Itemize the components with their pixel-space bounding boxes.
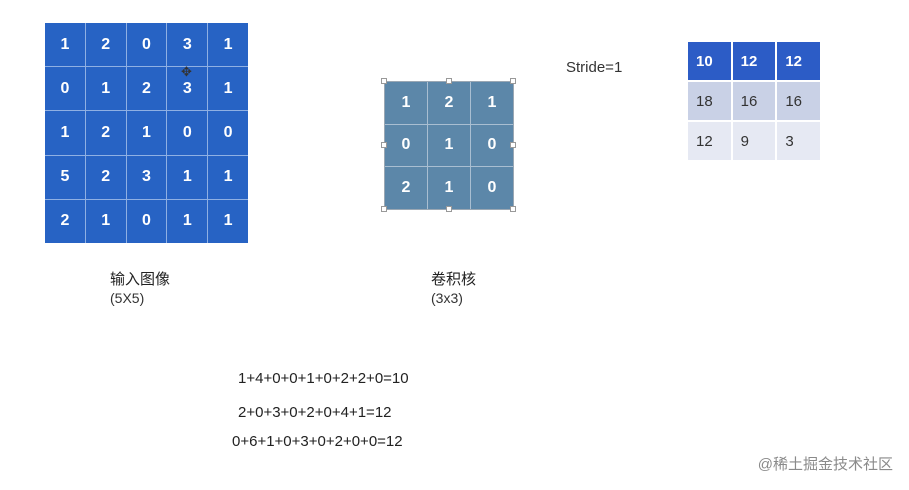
input-cell: 1 [208, 67, 248, 111]
move-cursor-icon: ✥ [181, 64, 192, 79]
kernel-cell: 1 [471, 82, 513, 124]
input-cell: 2 [85, 111, 126, 155]
resize-handle-top-right[interactable] [510, 78, 516, 84]
input-cell: 1 [208, 23, 248, 67]
input-cell: 0 [126, 199, 167, 243]
kernel-caption: 卷积核 (3x3) [431, 270, 476, 308]
resize-handle-top[interactable] [446, 78, 452, 84]
input-cell: 1 [85, 67, 126, 111]
input-cell: 0 [126, 23, 167, 67]
input-cell: 1 [45, 23, 85, 67]
stride-label: Stride=1 [566, 59, 623, 76]
input-matrix: 1 2 0 3 1 0 1 2 3 1 1 2 1 0 0 5 2 3 1 1 … [45, 23, 248, 243]
input-cell: 3 [167, 23, 208, 67]
kernel-cell: 2 [428, 82, 470, 124]
resize-handle-right[interactable] [510, 142, 516, 148]
output-cell: 9 [732, 122, 776, 160]
kernel-cell: 1 [428, 167, 470, 209]
kernel-cell: 0 [385, 124, 427, 167]
kernel-cell: 1 [385, 82, 427, 124]
kernel-cell: 1 [428, 124, 470, 167]
input-cell: 0 [208, 111, 248, 155]
input-caption: 输入图像 (5X5) [110, 270, 170, 308]
resize-handle-bottom-right[interactable] [510, 206, 516, 212]
input-cell: 1 [208, 155, 248, 199]
output-cell: 12 [777, 42, 820, 80]
input-cell: 1 [208, 199, 248, 243]
input-cell: 3 [126, 155, 167, 199]
input-cell: 2 [85, 23, 126, 67]
input-cell: 3 [167, 67, 208, 111]
input-cell: 0 [167, 111, 208, 155]
output-cell: 18 [688, 82, 731, 120]
equation-2: 2+0+3+0+2+0+4+1=12 [238, 404, 392, 421]
kernel-cell: 2 [385, 167, 427, 209]
kernel-caption-size: (3x3) [431, 290, 463, 306]
output-cell: 12 [732, 42, 776, 80]
input-cell: 2 [85, 155, 126, 199]
input-cell: 1 [167, 155, 208, 199]
input-cell: 1 [167, 199, 208, 243]
resize-handle-bottom-left[interactable] [381, 206, 387, 212]
output-cell: 16 [732, 82, 776, 120]
output-matrix: 10 12 12 18 16 16 12 9 3 [688, 42, 820, 160]
resize-handle-bottom[interactable] [446, 206, 452, 212]
equation-1: 1+4+0+0+1+0+2+2+0=10 [238, 370, 409, 387]
output-cell: 3 [777, 122, 820, 160]
output-cell: 12 [688, 122, 731, 160]
input-cell: 1 [45, 111, 85, 155]
input-cell: 1 [85, 199, 126, 243]
equation-3: 0+6+1+0+3+0+2+0+0=12 [232, 433, 403, 450]
resize-handle-top-left[interactable] [381, 78, 387, 84]
input-cell: 2 [45, 199, 85, 243]
output-cell: 16 [777, 82, 820, 120]
input-cell: 0 [45, 67, 85, 111]
input-cell: 5 [45, 155, 85, 199]
kernel-cell: 0 [471, 167, 513, 209]
kernel-matrix: 1 2 1 0 1 0 2 1 0 [385, 82, 513, 209]
output-cell: 10 [688, 42, 731, 80]
input-cell: 1 [126, 111, 167, 155]
resize-handle-left[interactable] [381, 142, 387, 148]
input-caption-size: (5X5) [110, 290, 145, 306]
kernel-caption-title: 卷积核 [431, 271, 477, 288]
watermark: @稀土掘金技术社区 [757, 456, 893, 473]
input-caption-title: 输入图像 [110, 271, 171, 288]
kernel-selection[interactable]: 1 2 1 0 1 0 2 1 0 [381, 78, 516, 212]
kernel-cell: 0 [471, 124, 513, 167]
input-cell: 2 [126, 67, 167, 111]
